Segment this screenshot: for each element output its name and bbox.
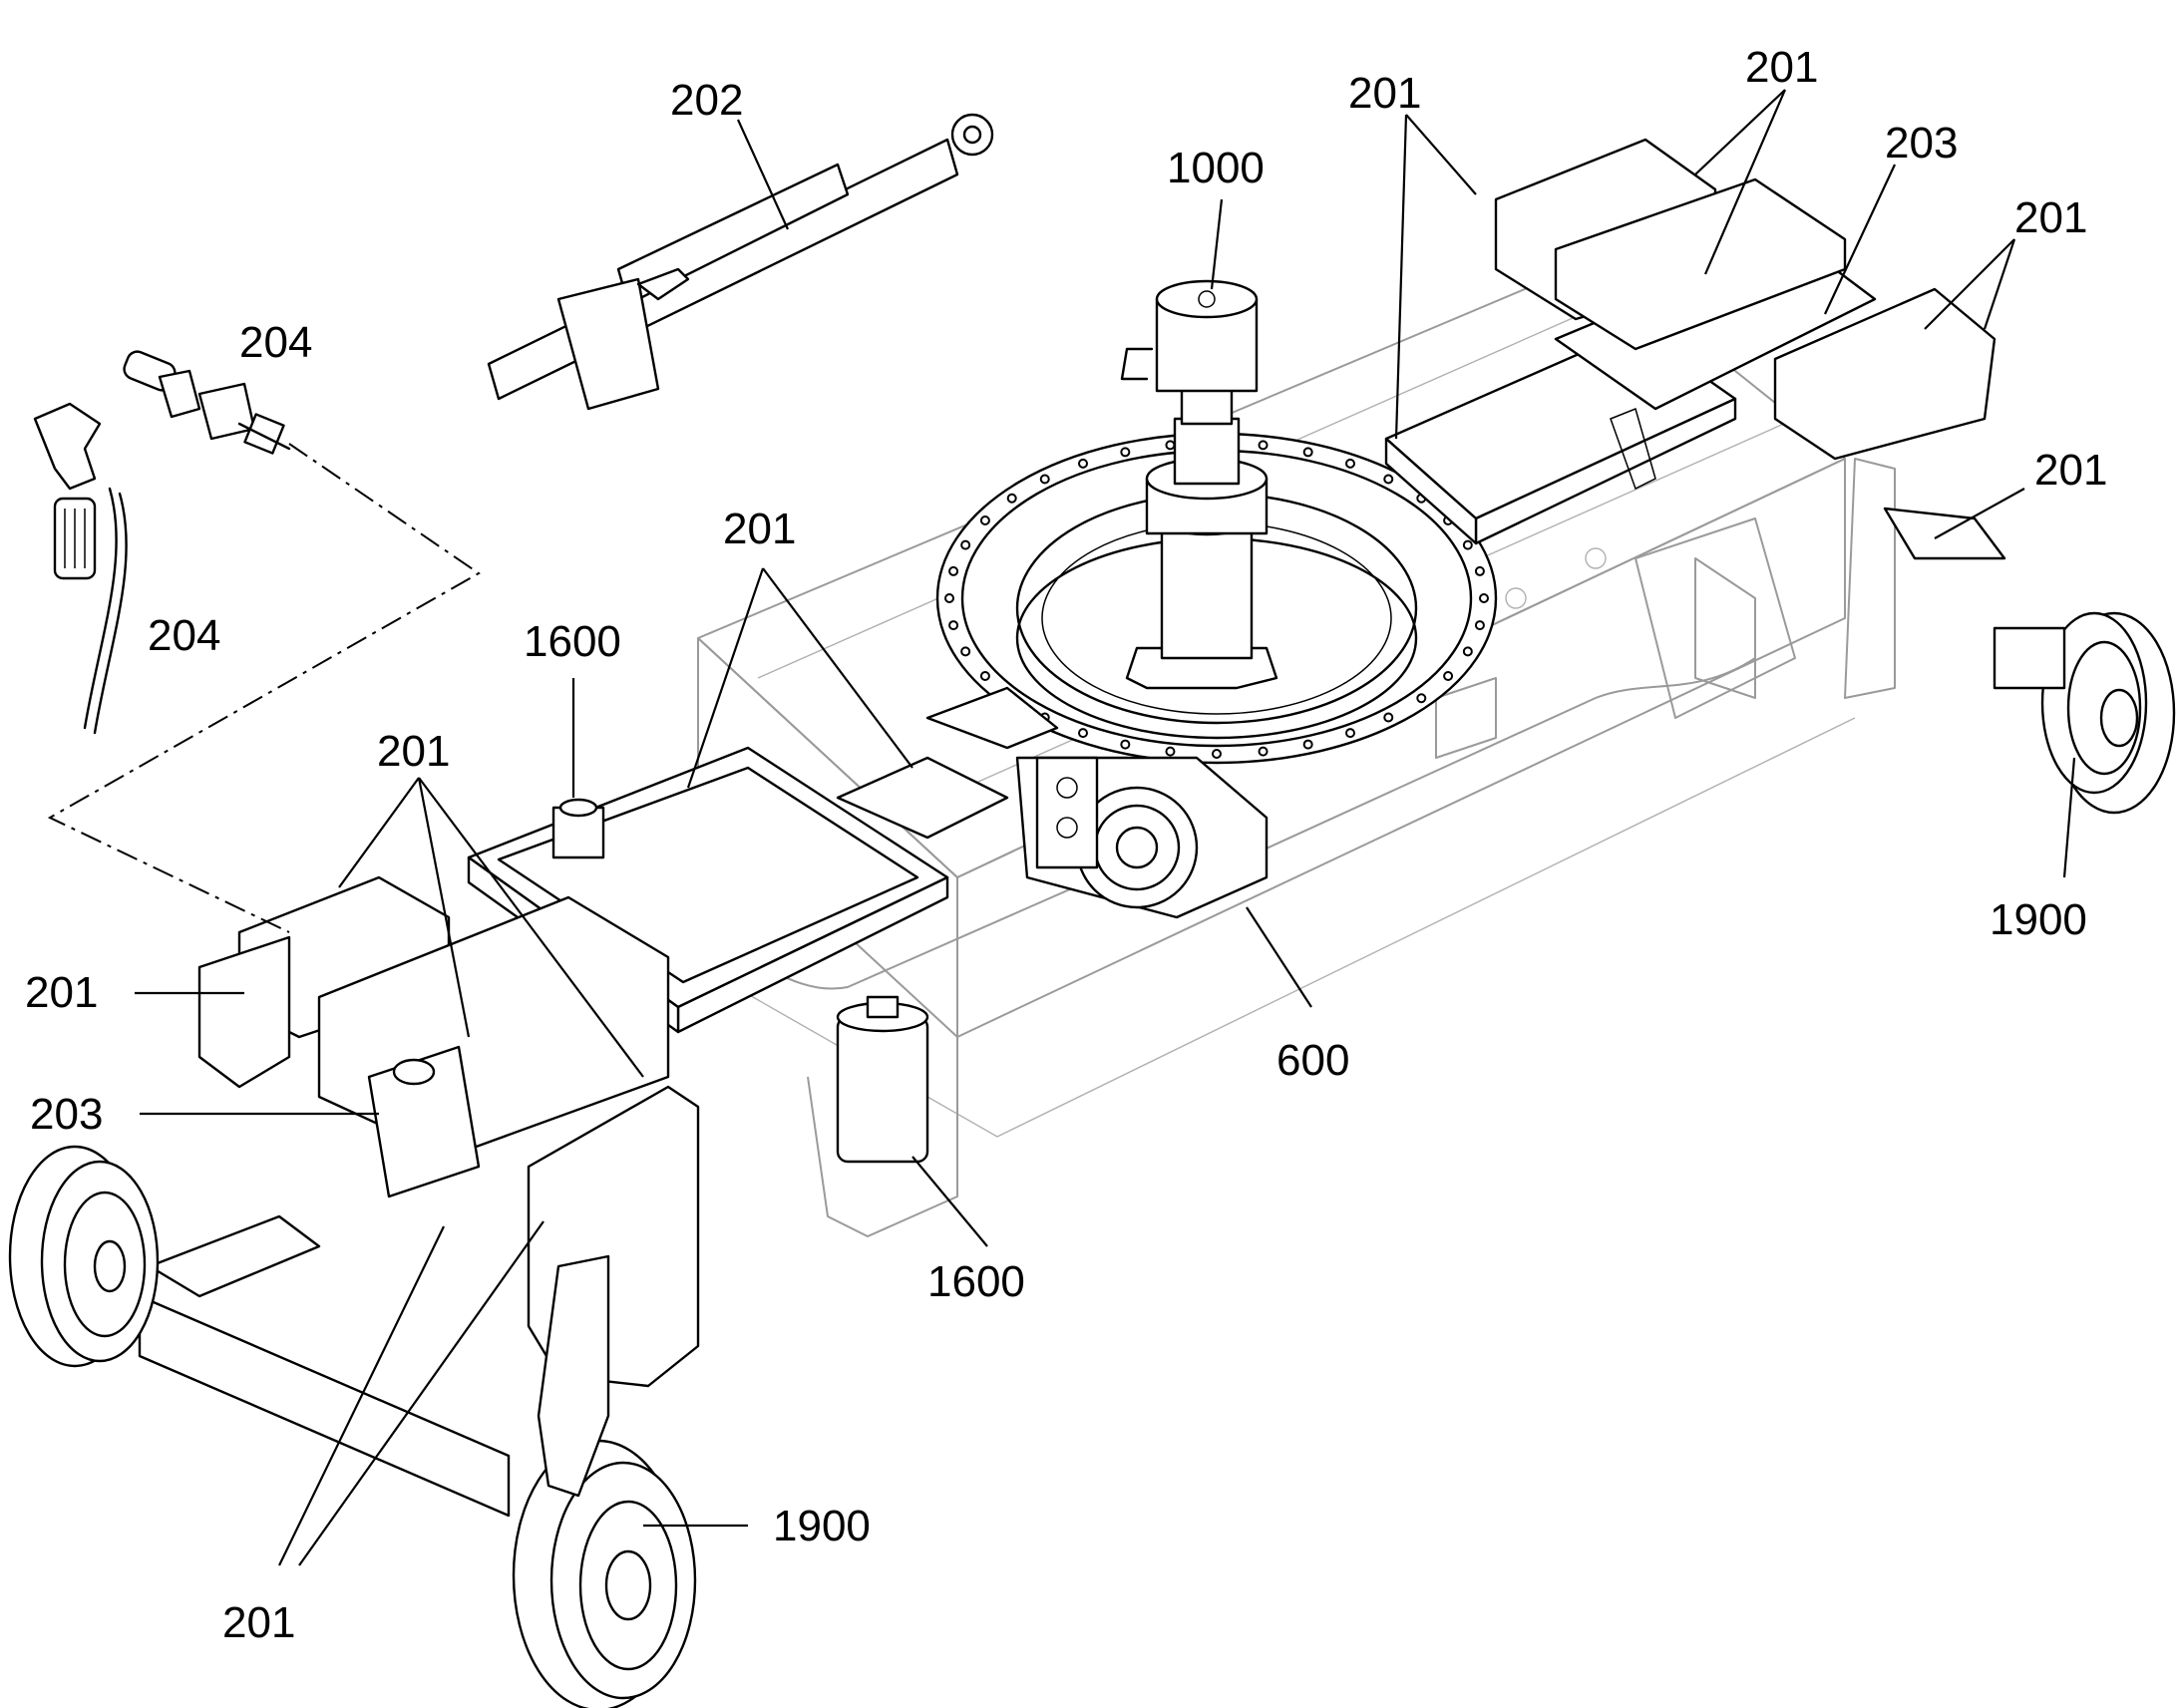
ring-bolt-hole: [1479, 593, 1489, 603]
callout-201-left-top: 201: [377, 727, 450, 776]
ring-bolt-hole: [1345, 458, 1355, 469]
ring-bolt-hole: [944, 593, 954, 603]
ring-bolt-hole: [1120, 739, 1131, 750]
callout-1600-bottom: 1600: [927, 1257, 1025, 1306]
ring-bolt-hole: [979, 671, 990, 681]
ring-bolt-hole: [1039, 474, 1050, 485]
ring-bolt-hole: [960, 539, 971, 550]
right-truck: [1494, 138, 2176, 815]
callout-labels: 202 204 204 1000 201 201 203 201 201 201…: [25, 43, 2107, 1647]
ring-bolt-hole: [1165, 746, 1176, 757]
ring-bolt-hole: [1302, 447, 1313, 458]
assembly-path: [47, 443, 481, 933]
ring-bolt-hole: [1006, 493, 1017, 504]
ring-bolt-hole: [1474, 565, 1485, 576]
cylinder-202: [487, 113, 994, 411]
ring-bolt-hole: [1462, 646, 1473, 657]
ring-bolt-hole: [948, 565, 959, 576]
callout-1900-bottom: 1900: [773, 1502, 871, 1550]
gauge-204-bottom: [33, 402, 128, 735]
ring-bolt-hole: [960, 646, 971, 657]
hood-cover: [1384, 237, 1877, 545]
callout-201-right-2: 201: [2034, 446, 2107, 495]
callout-202: 202: [670, 76, 743, 125]
callout-201-bottom: 201: [222, 1598, 295, 1647]
ring-bolt-hole: [1078, 728, 1088, 739]
ring-bolt-hole: [948, 620, 959, 631]
device-1600-top: [551, 798, 605, 859]
callout-203-left: 203: [30, 1090, 103, 1139]
drive-unit-1000: [1120, 279, 1278, 690]
callout-203-top: 203: [1885, 119, 1958, 168]
callout-1900-right: 1900: [1990, 895, 2087, 944]
callout-201-right-1: 201: [2014, 193, 2087, 242]
ring-bolt-hole: [1258, 746, 1269, 757]
ring-bolt-hole: [1078, 458, 1088, 469]
callout-600: 600: [1276, 1036, 1349, 1085]
ring-bolt-hole: [1383, 474, 1394, 485]
ring-bolt-hole: [979, 515, 990, 525]
ring-bolt-hole: [1345, 728, 1355, 739]
ring-bolt-hole: [1443, 671, 1454, 681]
callout-1000: 1000: [1167, 144, 1265, 192]
left-truck: [8, 875, 700, 1708]
gearbox-600: [1015, 756, 1269, 919]
valve-204-top: [123, 350, 291, 455]
ring-bolt-hole: [1302, 739, 1313, 750]
callout-204-bottom: 204: [148, 611, 220, 660]
callout-201-top-right: 201: [1745, 43, 1818, 92]
ring-bolt-hole: [1120, 447, 1131, 458]
ring-bolt-hole: [1165, 440, 1176, 451]
ring-bolt-hole: [1474, 620, 1485, 631]
leader-lines: [135, 89, 2076, 1566]
callout-201-left: 201: [25, 968, 98, 1017]
callout-201-top-mid: 201: [1348, 69, 1421, 118]
ring-bolt-hole: [1258, 440, 1269, 451]
ring-bolt-hole: [1416, 693, 1427, 704]
ring-bolt-hole: [1212, 749, 1222, 759]
ring-bolt-hole: [1462, 539, 1473, 550]
callout-204-top: 204: [239, 318, 312, 367]
callout-201-center: 201: [723, 505, 796, 553]
ring-bolt-hole: [1383, 712, 1394, 723]
device-1600-bottom: [836, 995, 929, 1164]
callout-1600-top: 1600: [524, 617, 621, 666]
